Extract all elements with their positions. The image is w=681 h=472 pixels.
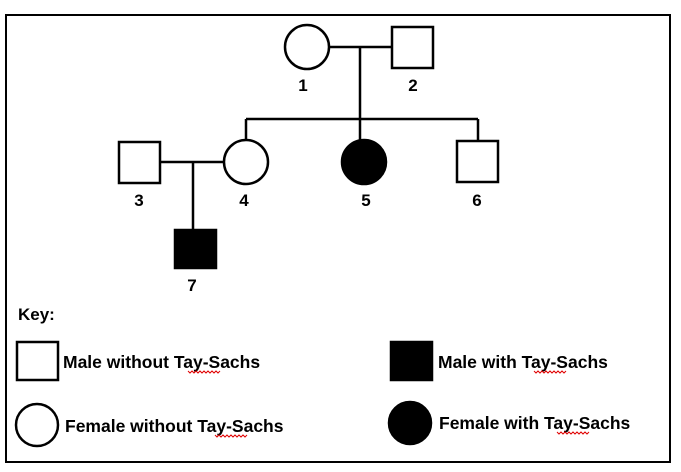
label-1: 1 [298, 76, 307, 95]
spell-marked-word: Tay [174, 352, 203, 372]
label-4: 4 [239, 191, 249, 210]
label-7: 7 [187, 276, 196, 295]
label-2: 2 [408, 76, 417, 95]
pedigree-lines [160, 45, 480, 230]
individual-6-male [455, 139, 500, 184]
key-male-unaffected-label: Male without Tay-Sachs [63, 352, 260, 372]
label-6: 6 [472, 191, 481, 210]
diagram-frame [5, 14, 671, 463]
individual-1-female [283, 23, 331, 71]
individual-4-female [222, 138, 270, 186]
spellcheck-underline [214, 434, 248, 438]
spellcheck-underline [533, 370, 567, 374]
key-male-affected-label: Male with Tay-Sachs [438, 352, 608, 372]
spell-marked-word: Tay [522, 352, 551, 372]
key-female-affected-label: Female with Tay-Sachs [439, 413, 631, 433]
key-title: Key: [18, 305, 55, 324]
individual-3-male [117, 140, 162, 185]
spellcheck-underline [556, 431, 590, 435]
individual-2-male [390, 25, 435, 70]
key-circle-affected-icon [387, 400, 433, 446]
key-circle-unaffected-icon [14, 402, 60, 448]
label-5: 5 [361, 191, 370, 210]
individual-7-male-affected [173, 228, 218, 270]
spellcheck-underline [187, 370, 221, 374]
key-female-unaffected-label: Female without Tay-Sachs [65, 416, 284, 436]
spell-marked-word: Tay [544, 413, 573, 433]
key-square-affected-icon [389, 340, 434, 382]
individual-5-female-affected [340, 138, 388, 186]
spell-marked-word: Tay [197, 416, 226, 436]
label-3: 3 [134, 191, 143, 210]
key-square-unaffected-icon [15, 340, 60, 382]
